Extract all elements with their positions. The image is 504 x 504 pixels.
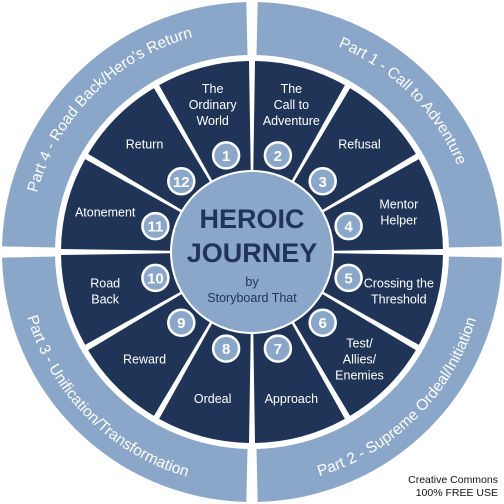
svg-text:8: 8: [222, 341, 230, 358]
stage-label-9: Reward: [123, 352, 166, 366]
hub-author-label: Storyboard That: [207, 291, 297, 305]
svg-text:11: 11: [147, 219, 163, 236]
hub-title-line2: JOURNEY: [187, 238, 318, 268]
part-ring-quadrant-3: [2, 256, 248, 502]
svg-text:3: 3: [319, 174, 327, 191]
stage-label-12: Return: [126, 138, 164, 152]
part-ring-quadrant-4: [2, 2, 248, 248]
stage-label-6: Test/Allies/Enemies: [335, 336, 384, 382]
svg-text:1: 1: [222, 148, 230, 165]
hub-circle: [172, 172, 332, 332]
license-note: Creative Commons 100% FREE USE: [408, 474, 498, 500]
hub-by-label: by: [245, 275, 259, 289]
stage-number-badge-4: 4: [334, 211, 363, 241]
svg-text:12: 12: [173, 174, 190, 191]
stage-number-badge-10: 10: [141, 263, 170, 293]
svg-text:2: 2: [274, 148, 282, 165]
stage-label-3: Refusal: [338, 138, 380, 152]
stage-number-badge-8: 8: [211, 334, 241, 363]
stage-label-8: Ordeal: [194, 392, 232, 406]
stage-number-badge-2: 2: [263, 141, 293, 170]
license-line2: 100% FREE USE: [415, 487, 498, 499]
svg-text:6: 6: [319, 315, 327, 332]
hub-title-line1: HEROIC: [199, 204, 304, 234]
part-ring-quadrant-1: [256, 2, 502, 248]
stage-label-11: Atonement: [75, 206, 136, 220]
stage-number-badge-5: 5: [334, 263, 363, 293]
stage-label-7: Approach: [265, 392, 319, 406]
svg-text:7: 7: [274, 341, 282, 358]
stage-number-badge-11: 11: [141, 211, 170, 241]
part-ring-quadrant-2: [256, 256, 502, 502]
svg-text:4: 4: [344, 219, 353, 236]
license-line1: Creative Commons: [408, 474, 498, 486]
stage-number-badge-3: 3: [308, 167, 337, 196]
svg-text:10: 10: [147, 270, 164, 287]
stage-number-badge-1: 1: [211, 141, 241, 170]
stage-number-badge-9: 9: [167, 308, 196, 337]
stage-number-badge-12: 12: [167, 167, 196, 196]
stage-number-badge-7: 7: [263, 334, 293, 363]
stage-number-badge-6: 6: [308, 308, 337, 337]
svg-text:9: 9: [177, 315, 185, 332]
center-hub: HEROIC JOURNEY by Storyboard That: [172, 172, 332, 332]
svg-text:5: 5: [344, 270, 352, 287]
